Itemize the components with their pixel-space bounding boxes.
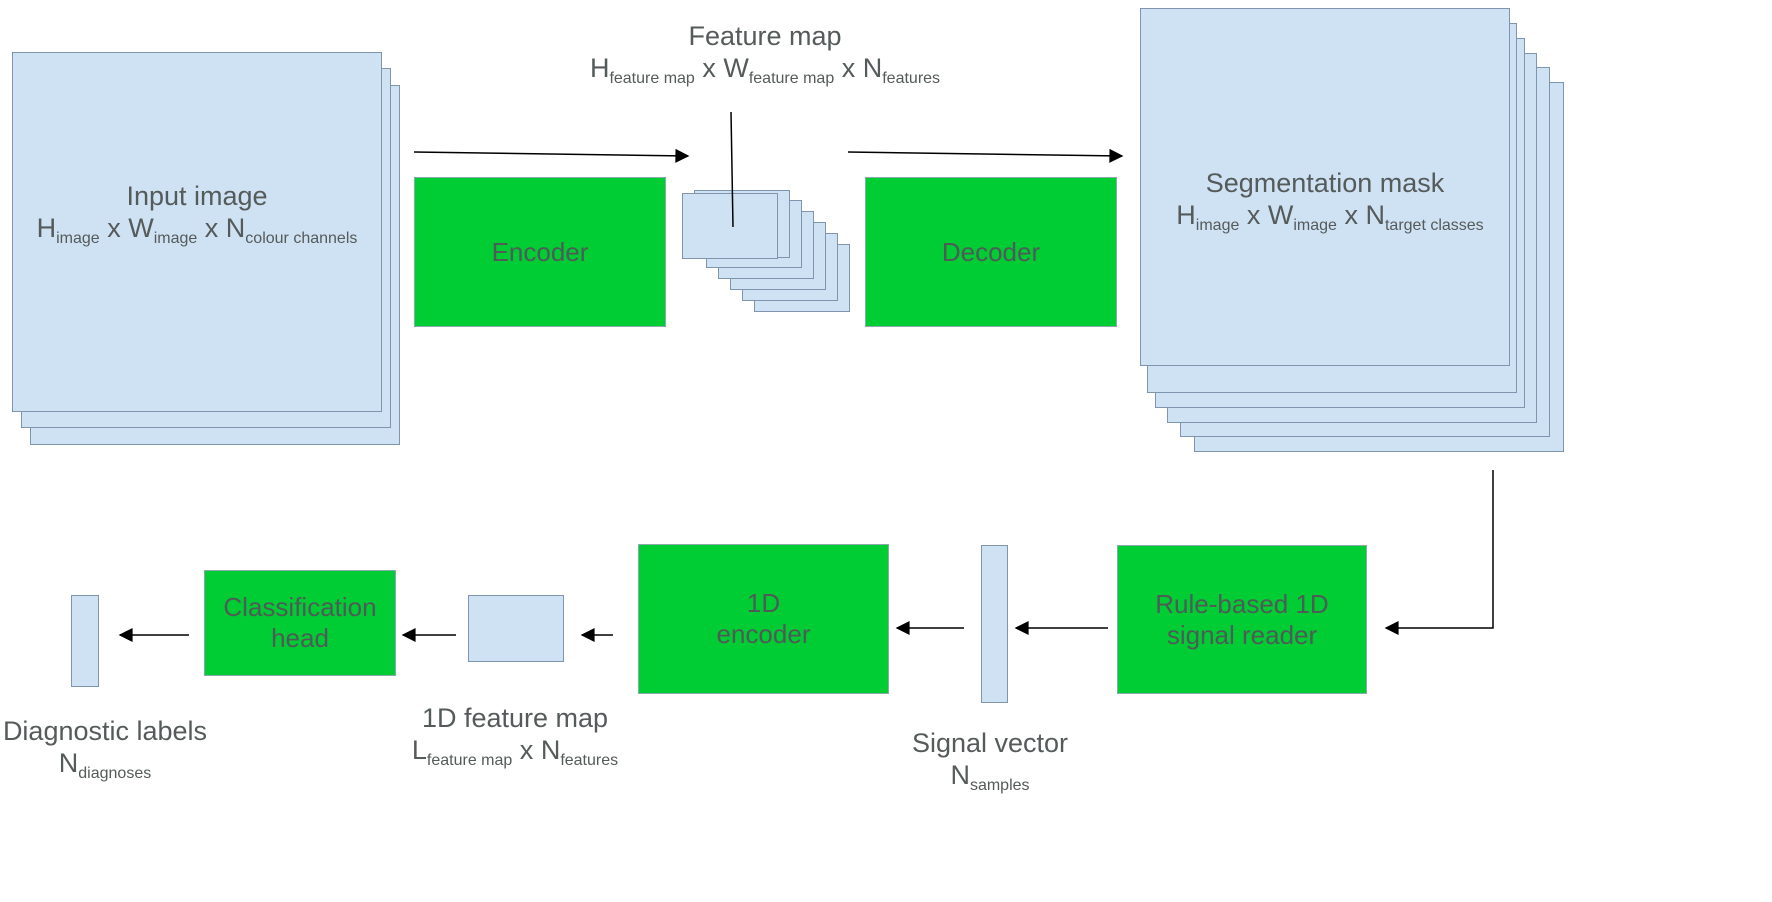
arrow-feature-map-to-mask <box>847 148 1124 163</box>
dims-subscript: image <box>56 230 100 247</box>
classification-head-label-line1: Classification <box>223 592 377 622</box>
arrow-mask-to-signal-reader <box>1384 470 1494 635</box>
encoder-1d-block: 1D encoder <box>638 544 889 694</box>
diagnostic-labels-shape <box>71 595 99 687</box>
encoder-block: Encoder <box>414 177 666 327</box>
dims-separator: x <box>512 735 541 765</box>
diagnostic-labels-title: Diagnostic labels <box>2 716 208 746</box>
dims-symbol: N <box>58 748 79 778</box>
encoder-1d-label-line1: 1D <box>746 588 781 618</box>
feature-map-title-pointer <box>730 111 734 228</box>
dims-separator: x <box>197 213 226 243</box>
input-image-title: Input image <box>126 181 268 211</box>
decoder-label: Decoder <box>941 236 1041 267</box>
feature-map-title: Feature map <box>688 21 842 51</box>
classification-head-block: Classification head <box>204 570 396 676</box>
dims-subscript: features <box>882 70 941 87</box>
dims-symbol: N <box>862 53 883 83</box>
dims-symbol: N <box>1365 200 1385 230</box>
signal-vector-shape <box>981 545 1008 703</box>
dims-subscript: image <box>1195 217 1240 234</box>
dims-symbol: H <box>589 53 610 83</box>
dims-subscript: colour channels <box>245 230 358 247</box>
diagnostic-labels-dims: Ndiagnoses <box>0 747 210 782</box>
dims-subscript: diagnoses <box>78 765 152 782</box>
dims-symbol: N <box>225 213 246 243</box>
dims-subscript: features <box>560 752 619 769</box>
dims-symbol: L <box>411 735 427 765</box>
signal-reader-block: Rule-based 1D signal reader <box>1117 545 1367 694</box>
signal-vector-dims: Nsamples <box>880 759 1100 794</box>
encoder-label: Encoder <box>491 236 589 267</box>
segmentation-mask-dims: Himage x Wimage x Ntarget classes <box>1120 199 1540 234</box>
encoder-1d-label-line2: encoder <box>716 619 811 649</box>
segmentation-mask-layer <box>1140 8 1510 366</box>
dims-subscript: target classes <box>1384 217 1484 234</box>
dims-symbol: H <box>1176 200 1196 230</box>
dims-separator: x <box>694 53 724 83</box>
input-image-layer <box>12 52 382 412</box>
signal-reader-label-line1: Rule-based 1D <box>1155 588 1329 619</box>
dims-subscript: samples <box>969 777 1030 794</box>
signal-vector-title: Signal vector <box>911 728 1069 758</box>
dims-symbol: W <box>1267 200 1294 230</box>
arrow-input-to-feature-map <box>413 148 690 163</box>
dims-separator: x <box>1336 200 1366 230</box>
dims-separator: x <box>834 53 863 83</box>
segmentation-mask-title: Segmentation mask <box>1205 168 1445 198</box>
feature-map-layer <box>682 193 778 259</box>
input-image-dims: Himage x Wimage x Ncolour channels <box>12 212 382 247</box>
dims-subscript: image <box>153 230 198 247</box>
dims-symbol: W <box>723 53 749 83</box>
dims-separator: x <box>1239 200 1268 230</box>
dims-symbol: N <box>950 760 970 790</box>
signal-reader-label-line2: signal reader <box>1166 619 1318 650</box>
decoder-block: Decoder <box>865 177 1117 327</box>
dims-subscript: feature map <box>426 752 513 769</box>
dims-symbol: W <box>128 213 154 243</box>
feature-map-1d-shape <box>468 595 564 662</box>
feature-map-1d-dims: Lfeature map x Nfeatures <box>390 734 640 769</box>
feature-map-1d-title: 1D feature map <box>421 703 609 733</box>
dims-symbol: H <box>36 213 57 243</box>
dims-separator: x <box>99 213 129 243</box>
dims-subscript: image <box>1293 217 1337 234</box>
feature-map-dims: Hfeature map x Wfeature map x Nfeatures <box>570 52 960 87</box>
dims-subscript: feature map <box>609 70 695 87</box>
classification-head-label-line2: head <box>271 623 329 653</box>
dims-symbol: N <box>540 735 561 765</box>
dims-subscript: feature map <box>748 70 835 87</box>
